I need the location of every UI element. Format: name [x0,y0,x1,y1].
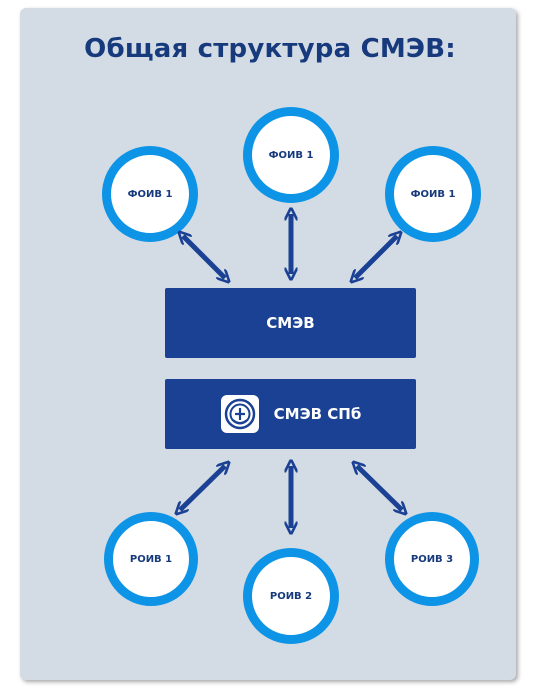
arrow-roiv-left [180,466,225,510]
foiv-node-left: ФОИВ 1 [102,146,198,242]
arrow-foiv-left [183,236,225,278]
foiv-node-center: ФОИВ 1 [243,107,339,203]
roiv-node-center: РОИВ 2 [243,548,339,644]
node-label: ФОИВ 1 [410,188,456,200]
roiv-node-left: РОИВ 1 [104,512,198,606]
smev-spb-bar: СМЭВ СПб [165,379,416,449]
smev-label: СМЭВ [266,314,315,332]
smev-spb-logo-icon [220,395,259,433]
node-label: ФОИВ 1 [127,188,173,200]
smev-bar: СМЭВ [165,288,416,358]
node-label: РОИВ 1 [129,553,173,565]
node-label: РОИВ 3 [410,553,454,565]
node-label: ФОИВ 1 [268,149,314,161]
diagram-title: Общая структура СМЭВ: [84,34,456,64]
arrow-roiv-right [357,466,402,510]
arrow-foiv-right [355,236,397,278]
smev-spb-label: СМЭВ СПб [273,405,362,423]
node-label: РОИВ 2 [269,590,313,602]
foiv-node-right: ФОИВ 1 [385,146,481,242]
roiv-node-right: РОИВ 3 [385,512,479,606]
